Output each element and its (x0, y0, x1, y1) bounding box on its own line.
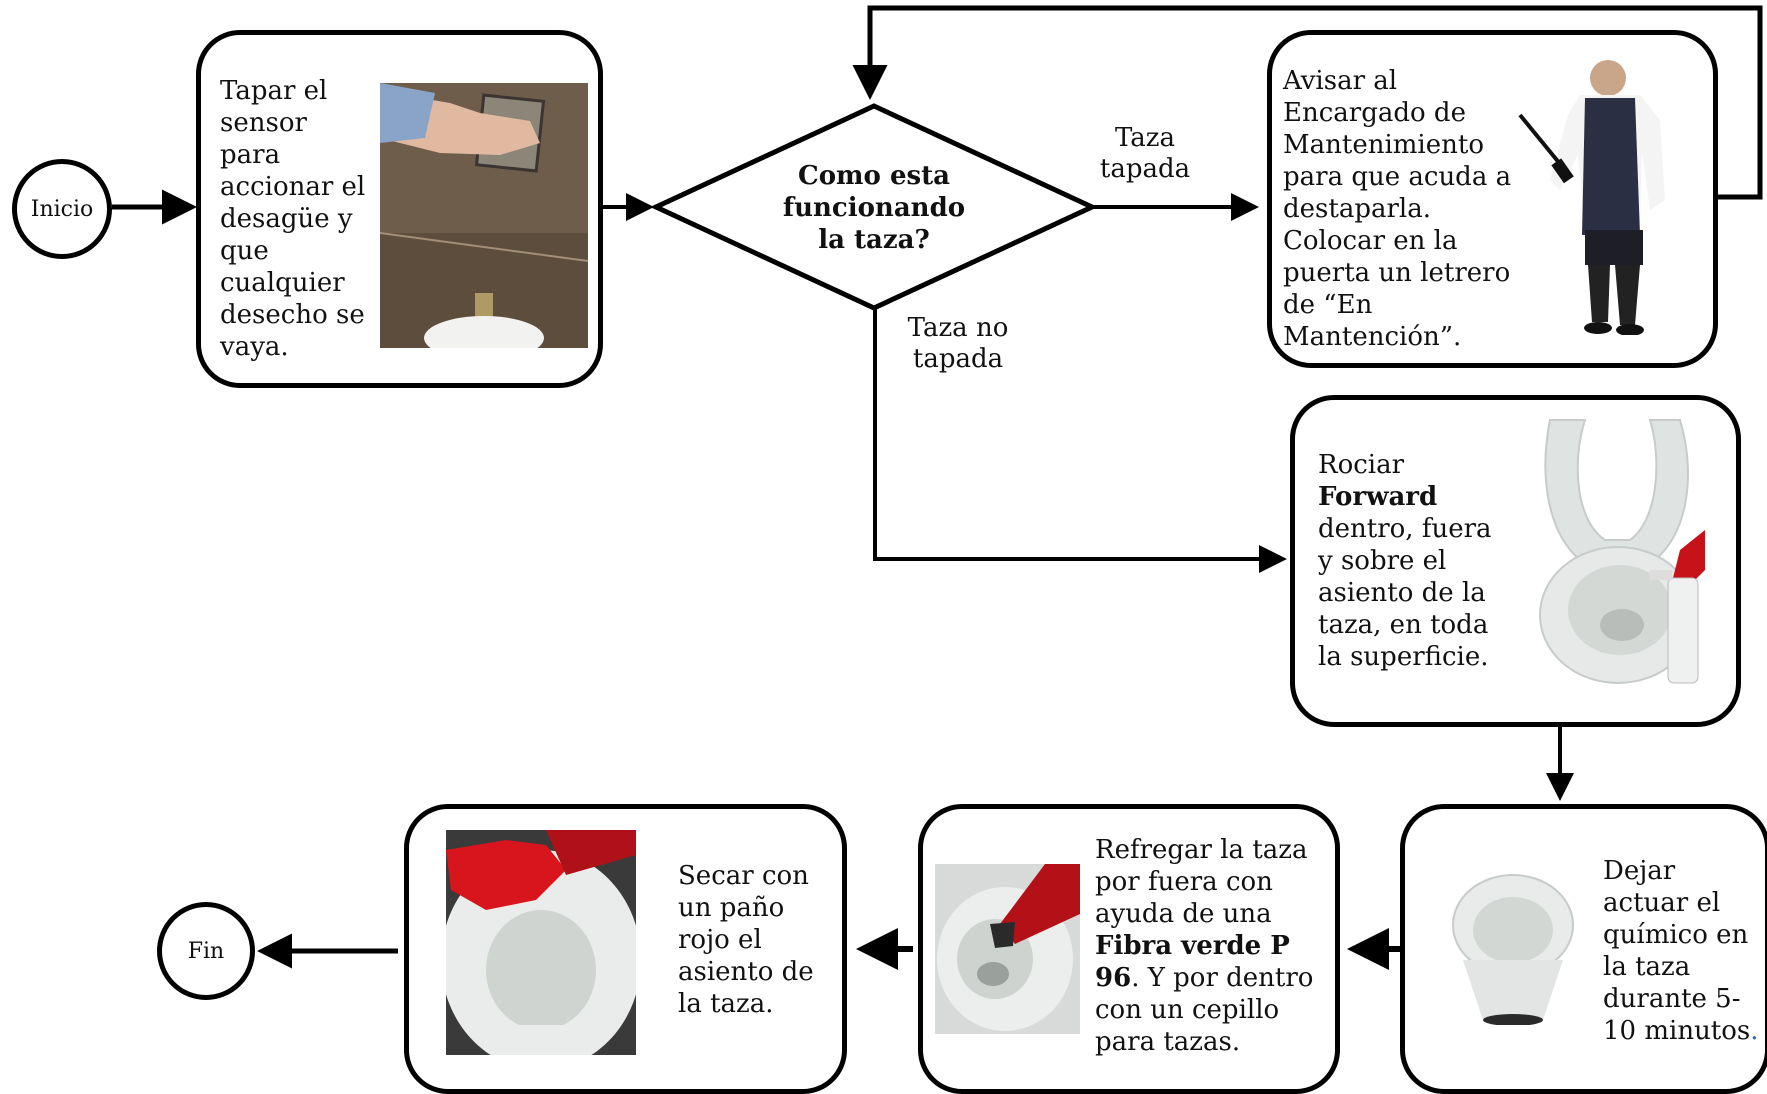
connector-decision-to-spray (873, 308, 1287, 573)
end-node: Fin (157, 902, 255, 1000)
step-maintenance-text: Avisar al Encargado de Mantenimiento par… (1283, 66, 1512, 352)
start-label: Inicio (30, 196, 94, 222)
scrub-product: Fibra verde P 96 (1095, 931, 1290, 993)
scrub-prefix: Refregar la taza por fuera con ayuda de … (1095, 835, 1308, 929)
spray-prefix: Rociar (1318, 450, 1405, 480)
decision-diamond (650, 103, 1098, 311)
step-scrub-text: Refregar la taza por fuera con ayuda de … (1095, 834, 1330, 1058)
decision-question: Como esta funcionando la taza? (782, 161, 966, 255)
scrub-suffix: . Y por dentro con un cepillo para tazas… (1095, 963, 1314, 1057)
dry-toilet-photo (446, 830, 636, 1055)
scrub-toilet-photo (935, 864, 1080, 1034)
branch-label-no-tapada: Taza no tapada (907, 313, 1009, 374)
wait-text-dot: . (1750, 1016, 1759, 1046)
spray-suffix: dentro, fuera y sobre el asiento de la t… (1318, 514, 1492, 672)
branch-label-tapada: Taza tapada (1099, 123, 1191, 184)
step-sensor-text: Tapar el sensor para accionar el desagüe… (220, 76, 366, 362)
sensor-photo (380, 83, 588, 348)
step-dry-text: Secar con un paño rojo el asiento de la … (678, 861, 814, 1019)
step-maintenance-box (1267, 30, 1718, 368)
wait-text-main: Dejar actuar el químico en la taza duran… (1603, 856, 1751, 1046)
maintenance-worker-photo (1490, 60, 1685, 335)
start-node: Inicio (12, 159, 112, 259)
spray-toilet-photo (1530, 410, 1705, 695)
step-spray-text: Rociar Forward dentro, fuera y sobre el … (1318, 449, 1503, 673)
spray-product: Forward (1318, 482, 1438, 512)
step-wait-text: Dejar actuar el químico en la taza duran… (1603, 855, 1763, 1047)
end-label: Fin (187, 938, 225, 964)
wait-toilet-photo (1448, 870, 1578, 1025)
connector-maintenance-loop (852, 5, 1763, 200)
